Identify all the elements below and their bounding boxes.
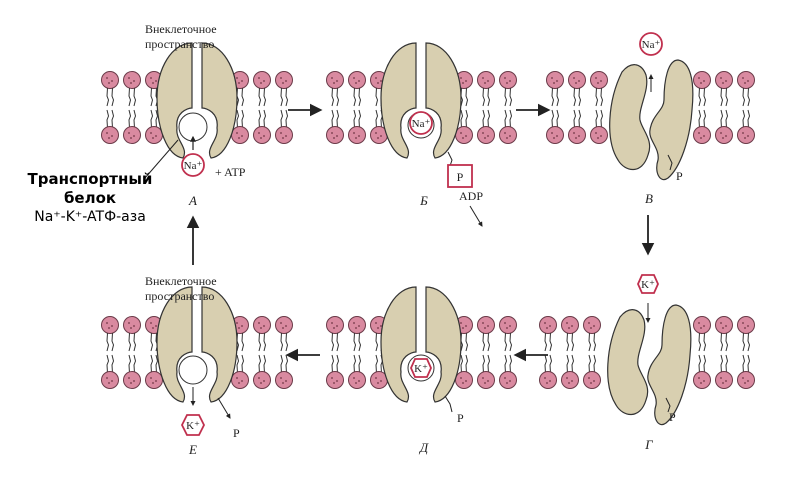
transport-protein-title-line3: Na⁺-K⁺-ATФ-аза (34, 209, 146, 225)
transport-protein-title-line2: белок (63, 189, 117, 207)
stage-g: K⁺ P Г (539, 274, 755, 452)
k-ion-e: K⁺ (180, 414, 206, 436)
stage-label-b: Б (419, 193, 428, 208)
stage-label-e: Е (188, 442, 197, 457)
stage-d: K⁺ P Д (326, 286, 517, 455)
na-ion-a-label: Na⁺ (184, 160, 203, 172)
k-ion-e-label: K⁺ (186, 420, 200, 432)
na-ion-b-label: Na⁺ (412, 118, 431, 130)
na-ion-a: Na⁺ (181, 153, 205, 177)
transport-protein-g (607, 304, 692, 426)
phosphate-label-e: P (233, 426, 240, 440)
membrane-a-right (231, 71, 293, 144)
extracellular-label-bottom-l1: Внеклеточное (145, 274, 217, 288)
transport-protein-b (380, 42, 462, 159)
stage-label-v: В (645, 191, 653, 206)
k-ion-g: K⁺ (637, 274, 659, 294)
stage-b: Na⁺ P ADP Б (326, 42, 517, 227)
extracellular-label-top-l1: Внеклеточное (145, 22, 217, 36)
atp-label: + ATP (215, 165, 246, 179)
stage-a: Внеклеточное пространство Na⁺ + ATP А (101, 22, 293, 208)
transport-protein-title: Транспортный белок Na⁺-K⁺-ATФ-аза (10, 170, 170, 227)
extracellular-label-top-l2: пространство (145, 37, 214, 51)
phosphate-label-g: P (669, 410, 676, 424)
membrane-a-left (101, 71, 163, 144)
na-ion-v-label: Na⁺ (642, 39, 661, 51)
binding-cavity-a (178, 112, 208, 142)
phosphate-box-label: P (457, 170, 464, 184)
stage-e: Внеклеточное пространство K⁺ P Е (101, 274, 293, 457)
transport-protein-d (380, 286, 462, 403)
k-ion-g-label: K⁺ (641, 279, 655, 291)
k-ion-d: K⁺ (410, 358, 432, 378)
k-ion-d-label: K⁺ (414, 363, 428, 375)
na-ion-b: Na⁺ (409, 111, 433, 135)
stage-label-a: А (188, 193, 197, 208)
phosphate-label-d: P (457, 411, 464, 425)
na-ion-v: Na⁺ (639, 32, 663, 56)
stage-v: Na⁺ P В (546, 32, 755, 206)
stage-label-g: Г (644, 437, 653, 452)
phosphate-label-v: P (676, 169, 683, 183)
transport-protein-e (156, 286, 238, 403)
transport-protein-title-line1: Транспортный (27, 170, 153, 188)
phosphate-box-b: P (447, 164, 473, 188)
extracellular-label-bottom-l2: пространство (145, 289, 214, 303)
adp-label: ADP (459, 189, 483, 203)
stage-label-d: Д (418, 440, 429, 455)
